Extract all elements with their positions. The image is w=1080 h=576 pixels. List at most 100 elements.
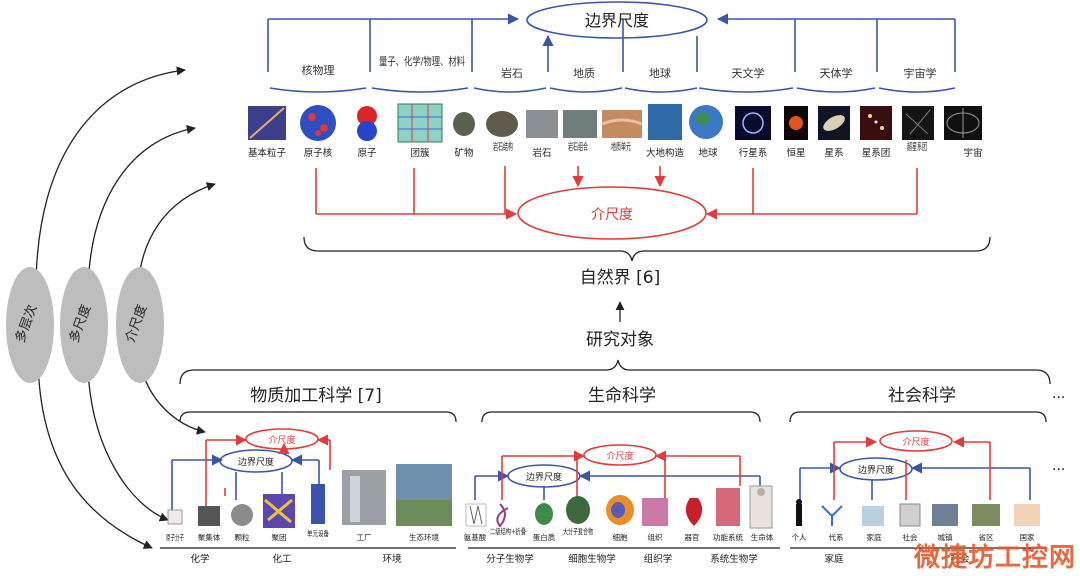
mineral-image [453, 112, 475, 136]
g3-group-0: 家庭 [824, 553, 844, 565]
item-1: 原子核 [304, 147, 333, 159]
rock-image [526, 110, 558, 138]
g2-item-labels: 氨基酸 二级结构+折叠 蛋白质 大分子复合物 细胞 组织 器官 功能系统 生命体 [464, 526, 774, 542]
bracket-g3 [789, 411, 1047, 423]
cat-7: 宇宙学 [904, 66, 937, 80]
cat-6: 天体学 [820, 66, 853, 80]
g3-item-3: 社会 [903, 532, 918, 542]
g2-meso-label: 介尺度 [606, 450, 633, 462]
g3-images [796, 499, 1040, 527]
header-0: 物质加工科学 [7] [250, 386, 381, 406]
g2-group-3: 系统生物学 [710, 553, 758, 565]
planet-system-image [735, 106, 771, 140]
g3-item-6: 国家 [1020, 532, 1036, 542]
research-label: 研究对象 [586, 330, 654, 350]
cat-2: 岩石 [501, 66, 523, 80]
geo-unit-image [602, 110, 642, 138]
g1-item-3: 聚团 [272, 533, 287, 542]
item-4: 矿物 [454, 147, 474, 159]
g2-lines [474, 444, 761, 500]
ellipsis-top: ... [1052, 386, 1065, 402]
nature-brace [303, 236, 991, 262]
g1-item-4: 单元设备 [307, 528, 329, 538]
cluster-image [397, 103, 443, 143]
g3-lines [799, 430, 1031, 500]
g2-item-3: 大分子复合物 [563, 526, 593, 536]
atom-image-bottom [357, 121, 377, 141]
cat-3: 地质 [573, 67, 595, 80]
g2-item-2: 蛋白质 [533, 532, 556, 542]
g1-item-labels: 原子分子 聚集体 颗粒 聚团 单元设备 工厂 生态环境 [166, 528, 439, 542]
item-9: 大地构造 [646, 147, 685, 159]
header-1: 生命科学 [588, 386, 656, 406]
item-3: 团簇 [410, 147, 430, 159]
g1-group-0: 化学 [190, 553, 209, 565]
g1-group-2: 环境 [382, 553, 402, 565]
g3-item-5: 省区 [979, 532, 994, 542]
g1-item-0: 原子分子 [166, 533, 184, 542]
g3-group-1: 社会 [950, 553, 970, 565]
item-14: 星系团 [862, 148, 891, 159]
top-boundary-lines [267, 1, 956, 72]
item-0: 基本粒子 [248, 147, 287, 159]
g3-meso-label: 介尺度 [902, 436, 929, 448]
g3-item-1: 代系 [829, 532, 844, 542]
g2-group-2: 组织学 [644, 553, 673, 565]
watermark: 微捷坊工控网 [913, 543, 1076, 573]
g1-item-1: 聚集体 [198, 532, 221, 542]
cat-5: 天文学 [732, 66, 765, 80]
g1-item-2: 颗粒 [235, 532, 250, 542]
g1-meso-label: 介尺度 [268, 434, 295, 446]
g1-boundary-label: 边界尺度 [238, 456, 274, 468]
cat-4: 地球 [649, 66, 671, 80]
ellipsis-bottom: ... [1052, 458, 1065, 474]
g2-item-4: 细胞 [613, 532, 628, 542]
item-7: 岩石组合 [568, 141, 588, 153]
nucleus-image [300, 105, 336, 141]
rock-combo-image [563, 110, 597, 138]
item-12: 恒星 [786, 147, 805, 159]
nature-label: 自然界 [6] [580, 268, 660, 288]
item-8: 地质单元 [611, 141, 631, 153]
g2-item-7: 功能系统 [713, 532, 743, 542]
rock-structure-image [486, 111, 518, 137]
g2-item-8: 生命体 [751, 532, 774, 542]
g3-item-labels: 个人 代系 家庭 社会 城镇 省区 国家 [792, 532, 1036, 542]
top-category-labels: 核物理 量子、化学/物理、材料 岩石 地质 地球 天文学 天体学 宇宙学 [302, 54, 937, 80]
g2-boundary-label: 边界尺度 [526, 471, 562, 483]
item-10: 地球 [698, 147, 718, 159]
header-2: 社会科学 [888, 386, 956, 406]
g1-item-5: 工厂 [357, 533, 372, 542]
g1-lines [171, 428, 331, 510]
g3-boundary-label: 边界尺度 [858, 464, 894, 476]
cat-1: 量子、化学/物理、材料 [379, 54, 465, 68]
item-2: 原子 [357, 148, 377, 159]
item-13: 星系 [824, 148, 843, 159]
item-11: 行星系 [739, 147, 768, 159]
g2-item-5: 组织 [648, 532, 663, 542]
g2-item-1: 二级结构+折叠 [490, 526, 526, 536]
item-5: 岩石结构 [493, 141, 513, 153]
atom-image-top [357, 106, 377, 126]
g2-group-0: 分子生物学 [486, 553, 534, 565]
top-boundary-label: 边界尺度 [585, 11, 649, 30]
cat-0: 核物理 [302, 63, 335, 77]
category-brackets [269, 87, 956, 93]
tectonics-image [648, 104, 682, 140]
g1-item-6: 生态环境 [409, 532, 439, 542]
item-15: 超星系团 [907, 141, 927, 153]
g1-group-1: 化工 [272, 553, 292, 565]
top-item-labels: 基本粒子 原子核 原子 团簇 矿物 岩石结构 岩石 岩石组合 地质单元 大地构造… [248, 141, 983, 159]
g2-item-6: 器官 [685, 532, 700, 542]
g3-item-0: 个人 [792, 533, 807, 542]
g1-images [167, 464, 452, 528]
item-6: 岩石 [532, 147, 551, 159]
bracket-g2 [481, 411, 761, 423]
g3-item-2: 家庭 [867, 532, 882, 542]
top-item-images [248, 103, 982, 143]
top-meso-lines [315, 166, 918, 240]
g2-group-1: 细胞生物学 [568, 553, 616, 565]
research-brace [179, 359, 1051, 385]
bracket-g1 [179, 411, 457, 423]
